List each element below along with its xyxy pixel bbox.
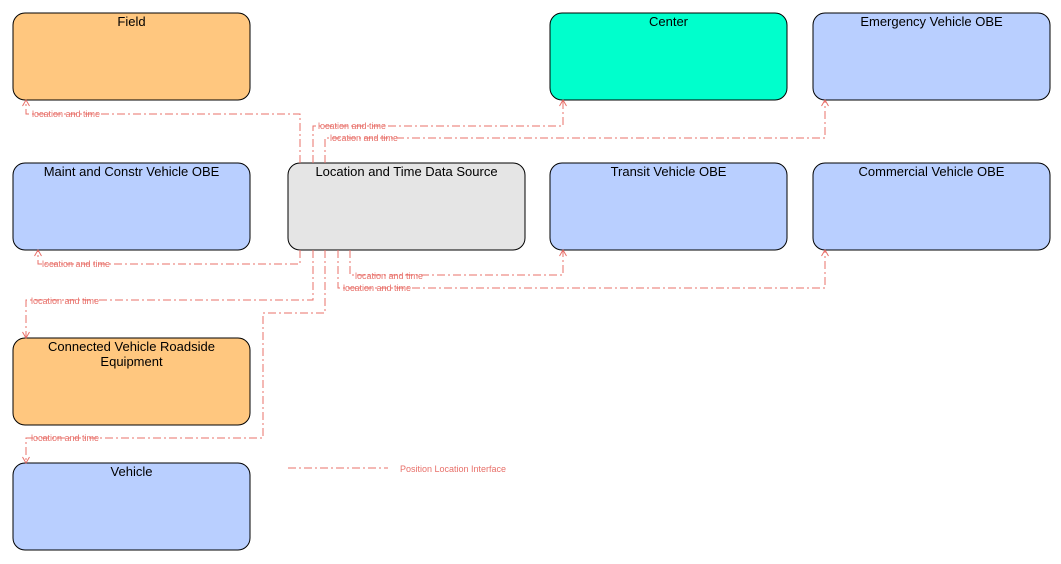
- flow-to-emergency-label: location and time: [330, 133, 398, 143]
- flow-to-vehicle-label: location and time: [31, 433, 99, 443]
- flow-to-emergency-vehicle-obe[interactable]: location and time: [324, 99, 829, 163]
- flow-to-center[interactable]: location and time: [312, 99, 567, 163]
- node-field-label: Field: [117, 14, 145, 29]
- legend: Position Location Interface: [288, 464, 506, 474]
- flow-to-commercial-label: location and time: [343, 283, 411, 293]
- node-cvre-label-line1: Connected Vehicle Roadside: [48, 339, 215, 354]
- flow-to-field-label: location and time: [32, 109, 100, 119]
- node-transit-vehicle-obe[interactable]: Transit Vehicle OBE: [549, 162, 788, 251]
- flow-to-center-label: location and time: [318, 121, 386, 131]
- node-maint-constr-vehicle-obe[interactable]: Maint and Constr Vehicle OBE: [12, 162, 251, 251]
- flow-to-cvre-label: location and time: [31, 296, 99, 306]
- node-emergency-vehicle-obe[interactable]: Emergency Vehicle OBE: [812, 12, 1051, 101]
- node-field[interactable]: Field: [12, 12, 251, 101]
- flow-to-maint-label: location and time: [42, 259, 110, 269]
- legend-label: Position Location Interface: [400, 464, 506, 474]
- flow-to-transit-vehicle-obe[interactable]: location and time: [349, 249, 567, 281]
- node-location-time-data-source-label: Location and Time Data Source: [315, 164, 497, 179]
- flow-to-transit-label: location and time: [355, 271, 423, 281]
- flow-to-commercial-vehicle-obe[interactable]: location and time: [337, 249, 829, 293]
- node-maint-constr-vehicle-obe-label: Maint and Constr Vehicle OBE: [44, 164, 220, 179]
- node-transit-vehicle-obe-label: Transit Vehicle OBE: [611, 164, 727, 179]
- node-vehicle[interactable]: Vehicle: [12, 462, 251, 551]
- node-connected-vehicle-roadside-equipment[interactable]: Connected Vehicle Roadside Equipment: [12, 337, 251, 426]
- node-center-label: Center: [649, 14, 689, 29]
- node-vehicle-label: Vehicle: [111, 464, 153, 479]
- flow-to-field[interactable]: location and time: [22, 99, 301, 163]
- node-center[interactable]: Center: [549, 12, 788, 101]
- node-commercial-vehicle-obe[interactable]: Commercial Vehicle OBE: [812, 162, 1051, 251]
- node-location-time-data-source[interactable]: Location and Time Data Source: [287, 162, 526, 251]
- node-emergency-vehicle-obe-label: Emergency Vehicle OBE: [860, 14, 1003, 29]
- flow-to-maint-constr-vehicle-obe[interactable]: location and time: [34, 249, 301, 269]
- node-cvre-label-line2: Equipment: [100, 354, 163, 369]
- flow-to-connected-vehicle-roadside-equipment[interactable]: location and time: [22, 250, 314, 339]
- node-commercial-vehicle-obe-label: Commercial Vehicle OBE: [859, 164, 1005, 179]
- flow-to-vehicle[interactable]: location and time: [22, 250, 326, 464]
